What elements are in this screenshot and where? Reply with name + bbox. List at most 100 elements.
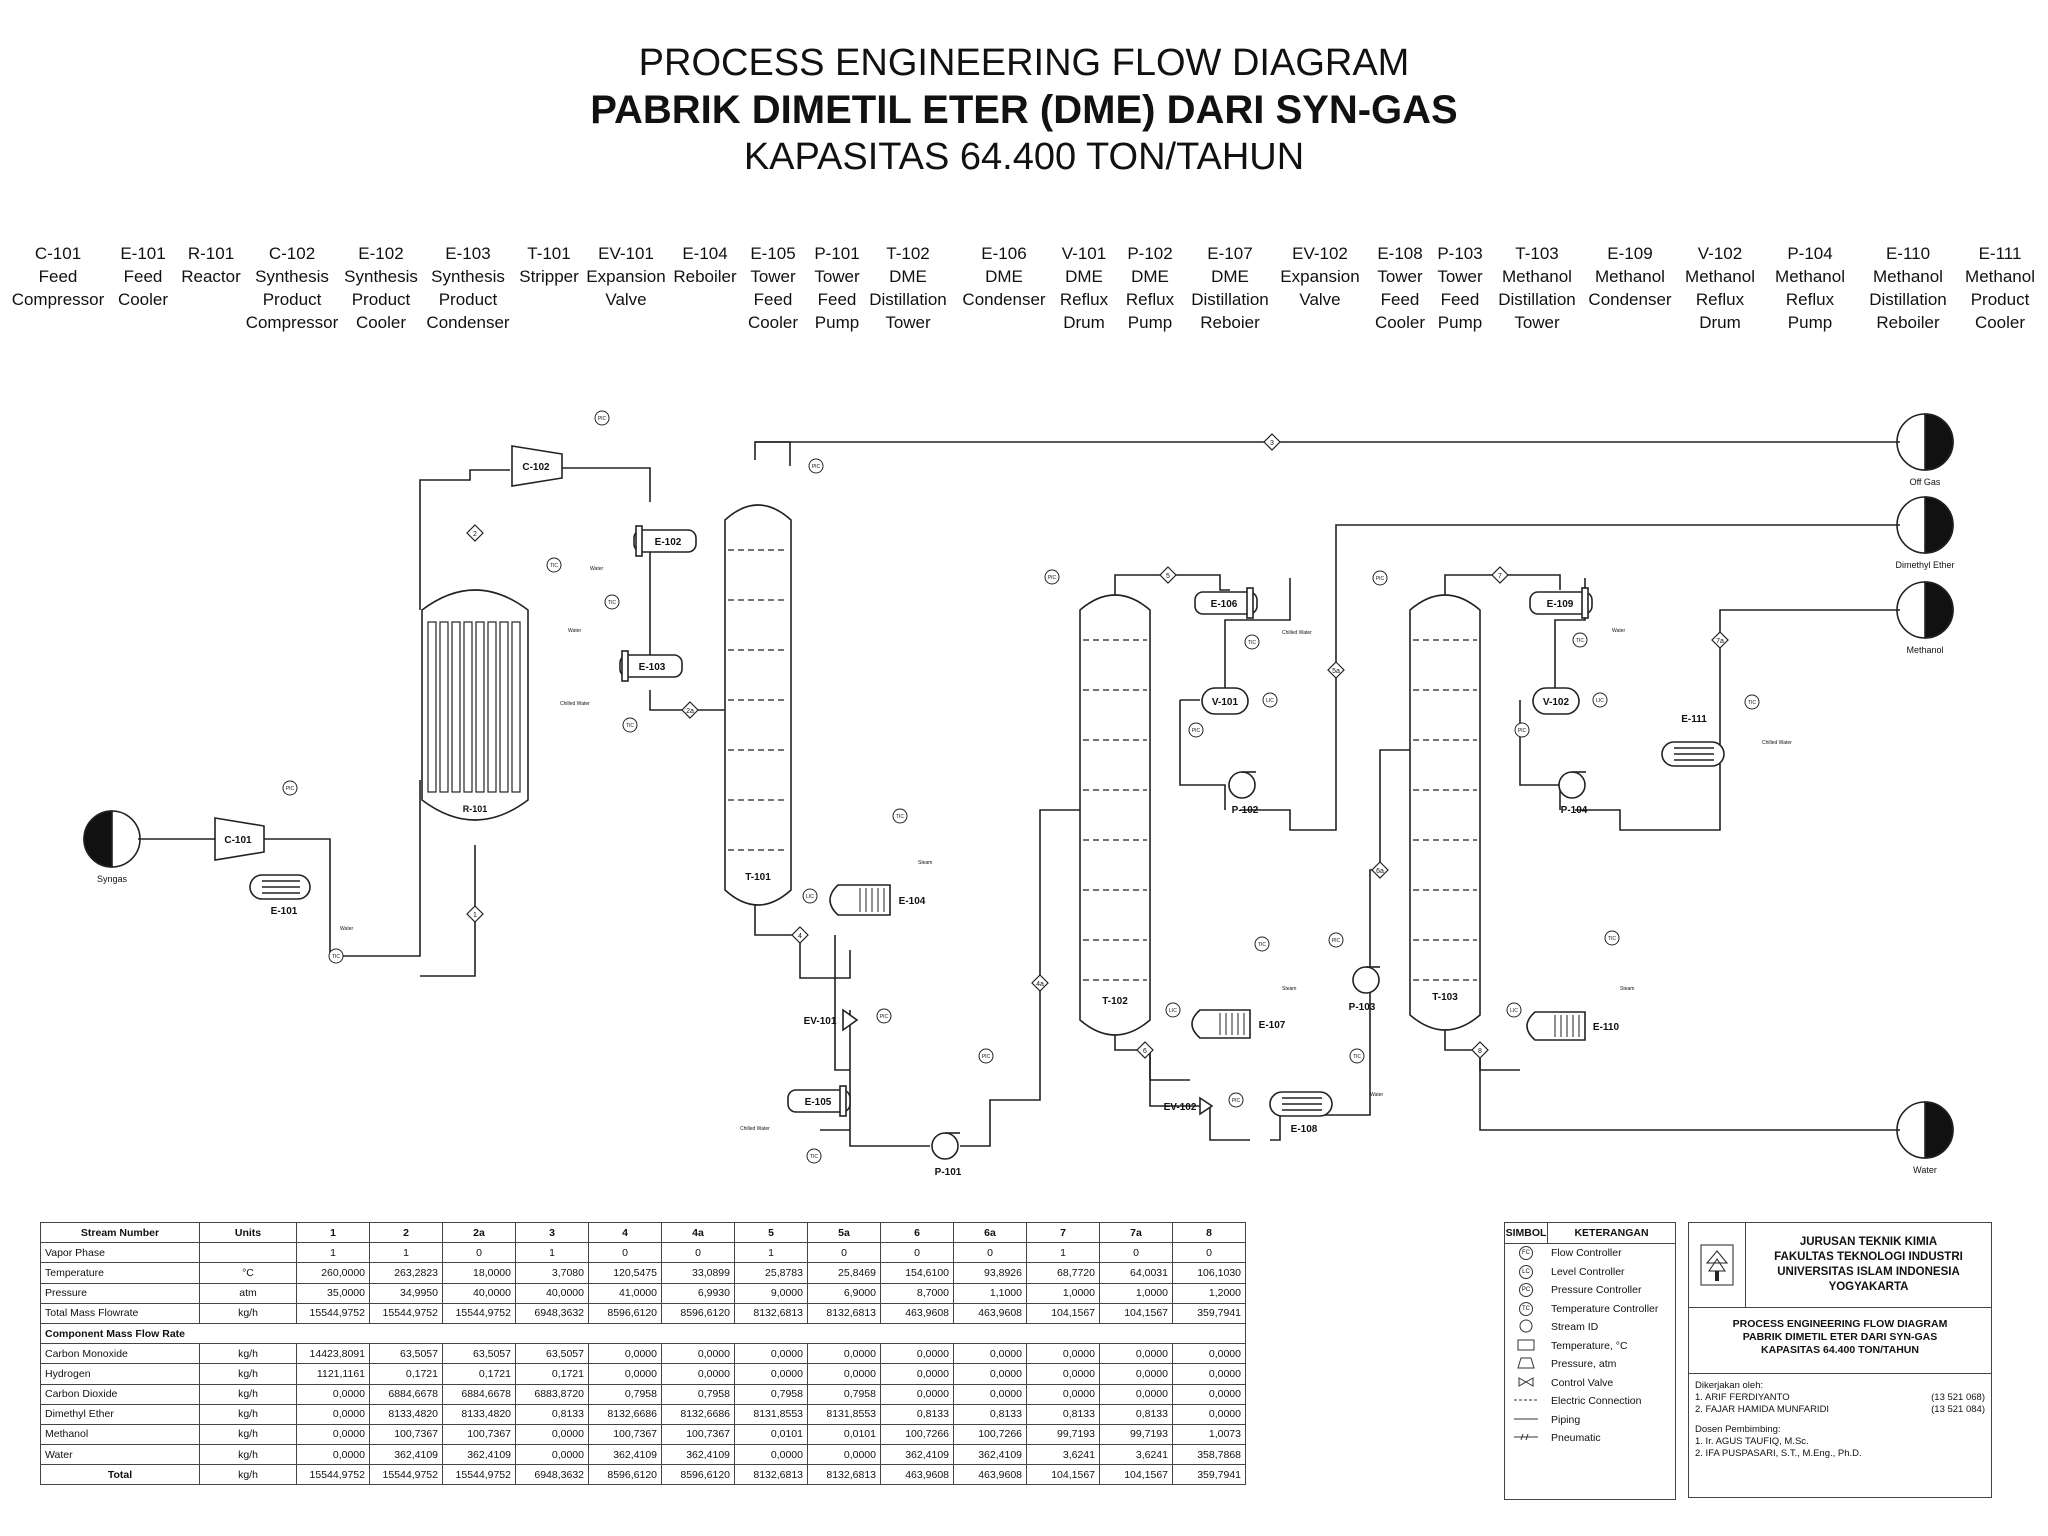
tic-r101: TIC — [546, 557, 562, 573]
lic-t101: LIC — [802, 888, 818, 904]
svg-text:PIC: PIC — [1232, 1098, 1241, 1104]
equipment-name-line: Distillation — [1191, 290, 1269, 309]
table-cell: 68,7720 — [1026, 1262, 1100, 1284]
svg-text:PIC: PIC — [1376, 576, 1385, 582]
control-valve-icon — [1505, 1376, 1547, 1390]
e108-utility: Water — [1370, 1092, 1383, 1098]
table-cell: 100,7367 — [661, 1423, 735, 1446]
row-unit: kg/h — [199, 1464, 297, 1486]
equipment-id: E-102 — [358, 244, 404, 263]
table-cell: 0,0000 — [953, 1343, 1027, 1365]
equipment-name-line: Expansion — [586, 267, 666, 286]
pic-p101: PIC — [978, 1048, 994, 1064]
table-cell: 0,0000 — [953, 1363, 1027, 1385]
table-cell: 358,7868 — [1172, 1444, 1246, 1466]
table-cell: 362,4109 — [953, 1444, 1027, 1466]
fic-p102: PIC — [1188, 722, 1204, 738]
table-cell: 0,0000 — [807, 1363, 881, 1385]
temperature-controller-icon: TC — [1505, 1301, 1547, 1316]
svg-text:TIC: TIC — [1258, 942, 1266, 948]
equipment-name-line: Pump — [1127, 313, 1173, 332]
table-cell: 8133,4820 — [369, 1403, 443, 1425]
table-cell: 0,7958 — [588, 1383, 662, 1405]
table-cell: 93,8926 — [953, 1262, 1027, 1284]
e101-tag: E-101 — [271, 906, 298, 917]
table-cell: 8132,6686 — [661, 1403, 735, 1425]
stream-column-header: 5 — [734, 1221, 808, 1244]
tic-e103: TIC — [622, 717, 638, 733]
table-cell: 0 — [807, 1242, 881, 1264]
table-cell: 8133,4820 — [442, 1403, 516, 1425]
tic-e109: TIC — [1572, 632, 1588, 648]
stream-column-header: 8 — [1172, 1221, 1246, 1244]
svg-text:PIC: PIC — [880, 1014, 889, 1020]
svg-text:LIC: LIC — [806, 894, 814, 900]
equipment-name-line: Distillation — [869, 290, 947, 309]
table-cell: 1121,1161 — [296, 1363, 370, 1385]
svg-text:7: 7 — [1498, 573, 1502, 580]
legend-text: Control Valve — [1551, 1376, 1614, 1389]
title-block: JURUSAN TEKNIK KIMIA FAKULTAS TEKNOLOGI … — [1688, 1222, 1992, 1498]
water-terminal — [1896, 1101, 1954, 1159]
table-cell: 8131,8553 — [807, 1403, 881, 1425]
equipment-name-line: Reactor — [181, 267, 241, 286]
equipment-name-line: Cooler — [1974, 313, 2026, 332]
stream-5a: 5a — [1327, 661, 1345, 679]
stream-id-icon — [1505, 1319, 1547, 1335]
equipment-name-line: Valve — [1299, 290, 1341, 309]
pneumatic-icon — [1505, 1433, 1547, 1443]
table-cell: 0 — [588, 1242, 662, 1264]
table-cell: 0,0000 — [807, 1444, 881, 1466]
equipment-name-line: Feed — [1440, 290, 1480, 309]
row-label: Carbon Monoxide — [40, 1343, 200, 1365]
table-cell: 0,7958 — [807, 1383, 881, 1405]
equipment-id: T-101 — [527, 244, 571, 263]
legend-item: Temperature, °C — [1505, 1337, 1675, 1356]
equipment-name-line: Methanol — [1965, 267, 2035, 286]
tic-e104: TIC — [892, 808, 908, 824]
table-cell: 1,1000 — [953, 1282, 1027, 1304]
e108-tag: E-108 — [1291, 1124, 1318, 1135]
table-cell: 1,0000 — [1099, 1282, 1173, 1304]
exchanger-e101: E-101 — [249, 874, 311, 917]
table-cell: 0,0000 — [734, 1363, 808, 1385]
svg-text:2a: 2a — [686, 708, 694, 715]
tic-e106: TIC — [1244, 634, 1260, 650]
svg-text:TIC: TIC — [1248, 640, 1256, 646]
table-row: Component Mass Flow Rate — [40, 1322, 1246, 1345]
svg-text:1: 1 — [473, 912, 477, 919]
stream-ids: 1 2 2a 3 4 4a 5 5a 6 6a 7 7a 8 — [466, 433, 1729, 1059]
diagram-title: PROCESS ENGINEERING FLOW DIAGRAM — [638, 42, 1410, 84]
svg-text:4: 4 — [798, 933, 802, 940]
table-cell: 463,9608 — [880, 1302, 954, 1324]
stream-column-header: 1 — [296, 1221, 370, 1244]
pump-p104: P-104 — [1558, 771, 1588, 816]
table-cell: 359,7941 — [1172, 1302, 1246, 1324]
svg-text:PIC: PIC — [598, 416, 607, 422]
column-t101: T-101 — [724, 504, 792, 906]
row-label: Dimethyl Ether — [40, 1403, 200, 1425]
legend-text: Piping — [1551, 1413, 1581, 1426]
table-cell: 6883,8720 — [515, 1383, 589, 1405]
e103-utility: Chilled Water — [560, 701, 590, 707]
equipment-name-line: DME — [1131, 267, 1169, 286]
equipment-name-line: Feed — [38, 267, 78, 286]
tic-e101: TIC — [328, 948, 344, 964]
p103-tag: P-103 — [1349, 1002, 1376, 1013]
c102-tag: C-102 — [522, 462, 550, 473]
piping-icon — [1505, 1415, 1547, 1425]
svg-text:5: 5 — [1166, 573, 1170, 580]
pump-p103: P-103 — [1349, 966, 1380, 1013]
table-cell: 1 — [296, 1242, 370, 1264]
tb-drawing-subtitle: PABRIK DIMETIL ETER DARI SYN-GAS — [1742, 1331, 1938, 1343]
equipment-id: E-107 — [1207, 244, 1253, 263]
equipment-id: E-103 — [445, 244, 491, 263]
